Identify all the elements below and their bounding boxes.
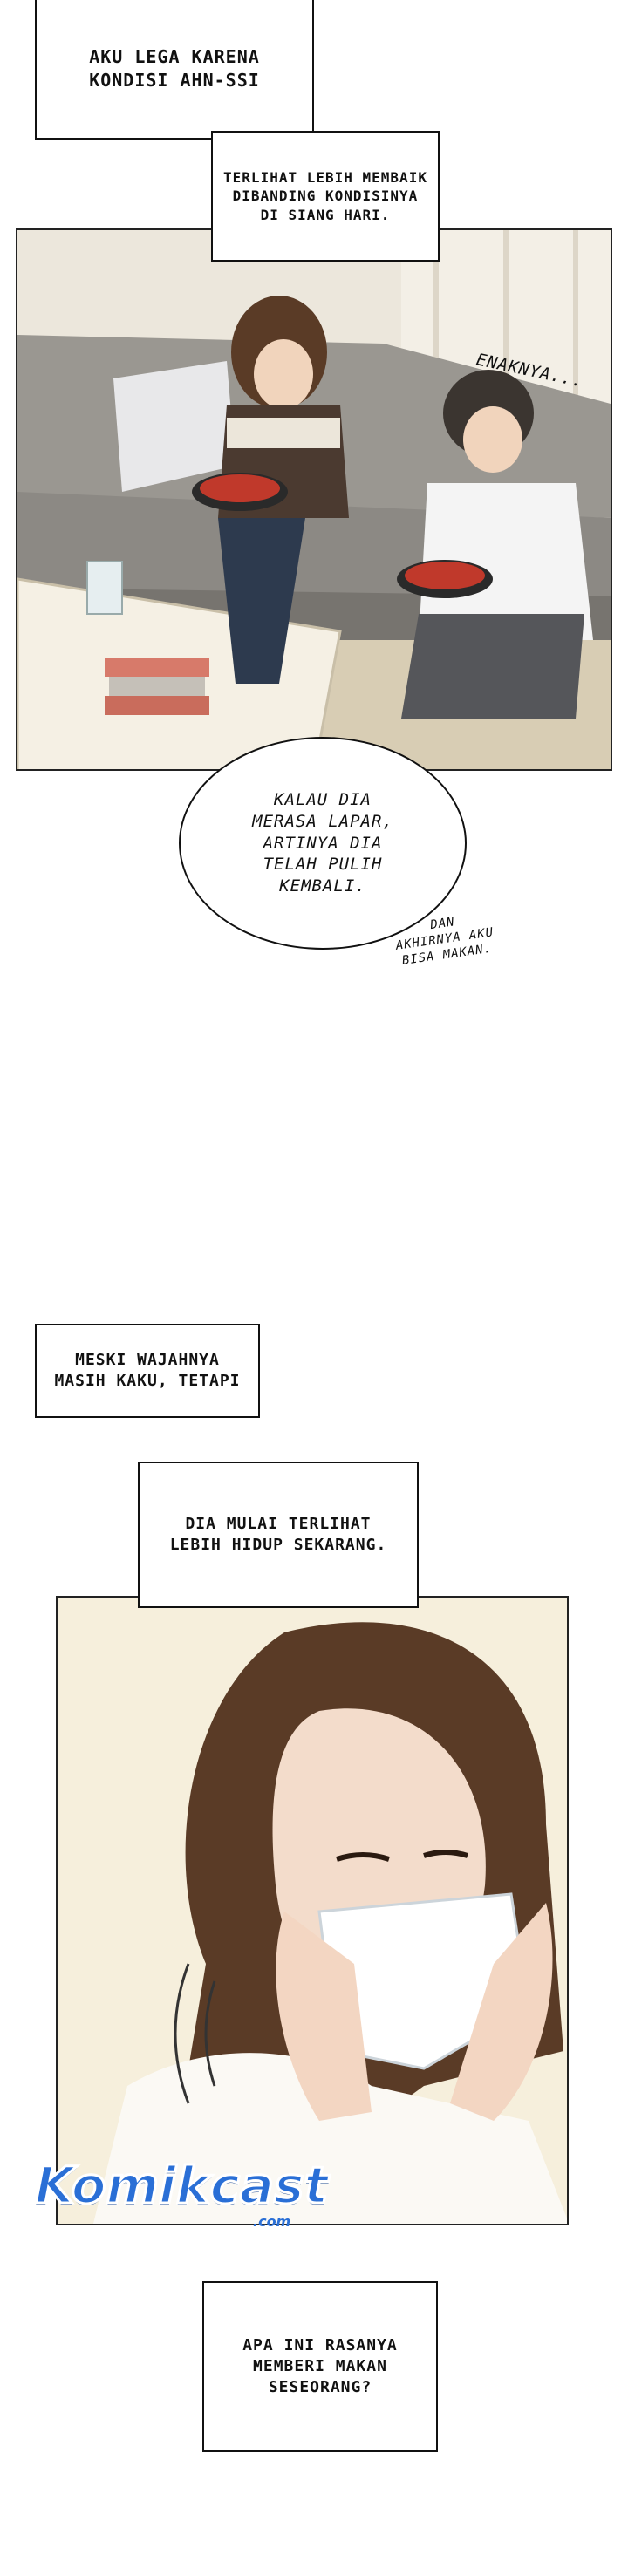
woman-napkin-illustration	[58, 1598, 567, 2224]
komikcast-logo-text: Komikcast	[33, 2155, 329, 2217]
caption-box-lively: DIA MULAI TERLIHAT LEBIH HIDUP SEKARANG.	[138, 1462, 419, 1608]
caption-text-relief: AKU LEGA KARENA KONDISI AHN-SSI	[89, 46, 260, 91]
komikcast-logo: Komikcast	[33, 2155, 329, 2217]
caption-text-stiff-face: MESKI WAJAHNYA MASIH KAKU, TETAPI	[54, 1350, 241, 1390]
speech-bubble-hungry: KALAU DIA MERASA LAPAR, ARTINYA DIA TELA…	[179, 737, 467, 950]
caption-box-better: TERLIHAT LEBIH MEMBAIK DIBANDING KONDISI…	[211, 131, 440, 262]
caption-text-feeding: APA INI RASANYA MEMBERI MAKAN SESEORANG?	[242, 2335, 398, 2397]
caption-text-better: TERLIHAT LEBIH MEMBAIK DIBANDING KONDISI…	[223, 168, 427, 223]
caption-box-relief: AKU LEGA KARENA KONDISI AHN-SSI	[35, 0, 314, 140]
caption-box-stiff-face: MESKI WAJAHNYA MASIH KAKU, TETAPI	[35, 1324, 260, 1418]
couple-eating-illustration	[17, 230, 611, 769]
caption-text-lively: DIA MULAI TERLIHAT LEBIH HIDUP SEKARANG.	[169, 1514, 387, 1554]
panel-couple-eating: ENAKNYA...	[16, 228, 612, 771]
speech-text-hungry: KALAU DIA MERASA LAPAR, ARTINYA DIA TELA…	[252, 790, 393, 896]
komikcast-logo-domain: .com	[253, 2213, 291, 2230]
caption-box-feeding: APA INI RASANYA MEMBERI MAKAN SESEORANG?	[202, 2281, 438, 2452]
panel-woman-napkin	[56, 1596, 569, 2225]
